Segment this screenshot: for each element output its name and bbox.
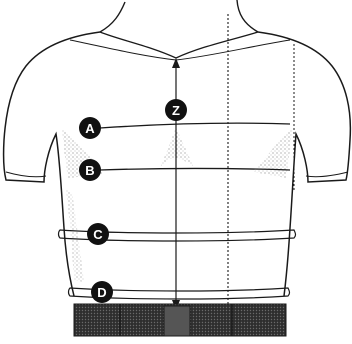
marker-a-label: A <box>85 121 95 136</box>
sleeve-hems <box>6 172 348 177</box>
marker-c: C <box>87 223 109 245</box>
marker-z-label: Z <box>172 103 180 118</box>
marker-z: Z <box>165 99 187 121</box>
sternum-shading <box>160 128 194 168</box>
measurement-line-a <box>100 123 290 128</box>
marker-d: D <box>91 281 113 303</box>
measurement-line-b <box>100 169 290 171</box>
marker-c-label: C <box>93 227 103 242</box>
marker-b: B <box>79 159 101 181</box>
marker-d-label: D <box>97 285 106 300</box>
torso-outline <box>4 32 351 296</box>
belt-buckle <box>164 306 190 336</box>
collar-outline <box>100 32 258 58</box>
marker-b-label: B <box>85 163 94 178</box>
neck-outline <box>100 0 258 32</box>
measurement-z-arrow <box>172 58 180 310</box>
clavicle-lines <box>70 40 290 60</box>
marker-a: A <box>79 117 101 139</box>
